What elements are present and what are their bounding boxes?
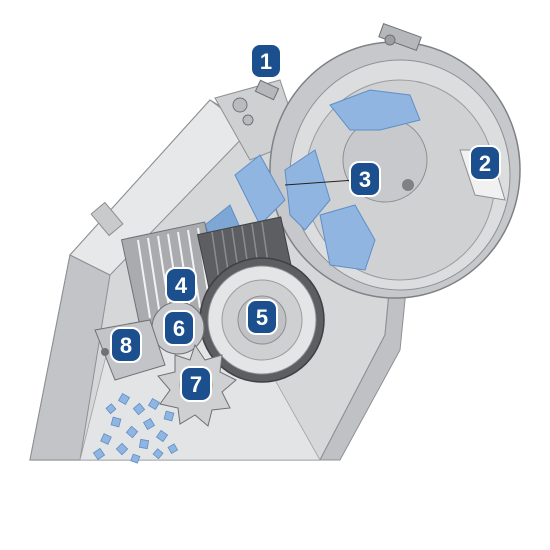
callout-label-5: 5 bbox=[256, 305, 268, 330]
callout-label-6: 6 bbox=[173, 316, 185, 341]
chip-lower bbox=[319, 204, 376, 271]
callout-badge-7: 7 bbox=[180, 366, 212, 402]
output-chips bbox=[92, 392, 179, 464]
callout-label-1: 1 bbox=[260, 49, 272, 74]
callout-badge-2: 2 bbox=[469, 145, 501, 181]
chip-top bbox=[329, 89, 421, 131]
callout-badge-4: 4 bbox=[165, 267, 197, 303]
callout-badge-5: 5 bbox=[246, 299, 278, 335]
inlet-stud bbox=[254, 79, 280, 101]
drum-top-bolt bbox=[384, 34, 396, 46]
hub-bolt bbox=[402, 179, 414, 191]
inlet-bolt-head-2 bbox=[242, 114, 254, 126]
callout-label-2: 2 bbox=[479, 151, 491, 176]
bracket-bolt bbox=[101, 348, 109, 356]
cutter-chips bbox=[204, 89, 421, 271]
chip-feed-1 bbox=[234, 154, 286, 226]
callout-label-4: 4 bbox=[175, 273, 188, 298]
callout-label-8: 8 bbox=[120, 333, 132, 358]
mounting-tab bbox=[90, 201, 124, 237]
drum-top-bracket bbox=[378, 22, 422, 52]
callout-3-leader bbox=[284, 179, 356, 186]
callout-label-7: 7 bbox=[190, 372, 202, 397]
callout-badge-1: 1 bbox=[250, 43, 282, 79]
chip-mid bbox=[284, 149, 331, 231]
callout-badge-3: 3 bbox=[349, 161, 381, 197]
callout-badge-6: 6 bbox=[163, 310, 195, 346]
callout-badge-8: 8 bbox=[110, 327, 142, 363]
inlet-bolt-head bbox=[232, 97, 248, 113]
callout-badges: 1 2 3 4 5 6 7 8 bbox=[110, 43, 501, 402]
callout-label-3: 3 bbox=[359, 167, 371, 192]
